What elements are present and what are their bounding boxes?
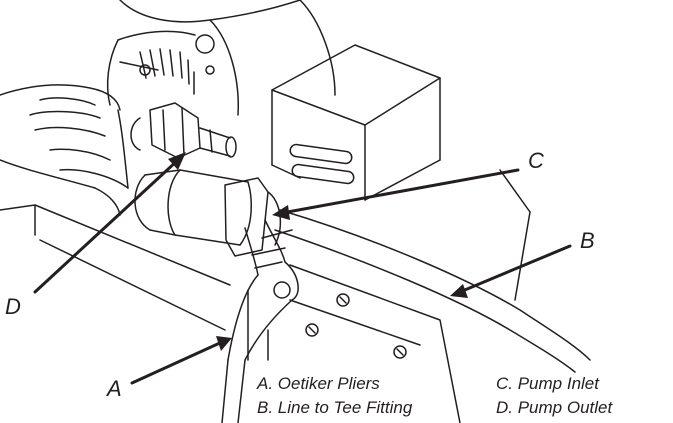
pump-outlet-fitting <box>130 102 237 159</box>
legend-item-a: A. Oetiker Pliers <box>257 374 380 393</box>
callout-c: C <box>528 148 544 173</box>
pump-inlet-fitting <box>134 169 282 257</box>
legend-item-d: D. Pump Outlet <box>496 398 613 417</box>
leader-arrow-a <box>130 336 232 385</box>
callout-d: D <box>5 294 21 319</box>
legend-item-b: B. Line to Tee Fitting <box>257 398 413 417</box>
hose-line <box>274 169 591 373</box>
pump-motor <box>106 0 336 116</box>
callout-a: A <box>107 376 122 401</box>
leader-arrow-c <box>272 168 520 220</box>
callout-b: B <box>580 228 595 253</box>
base-plate <box>0 204 461 423</box>
junction-box <box>271 44 441 201</box>
leader-arrow-b <box>450 244 572 298</box>
legend-item-c: C. Pump Inlet <box>496 374 599 393</box>
leader-arrow-d <box>33 152 186 294</box>
hand <box>0 84 129 216</box>
oetiker-pliers <box>221 219 299 423</box>
